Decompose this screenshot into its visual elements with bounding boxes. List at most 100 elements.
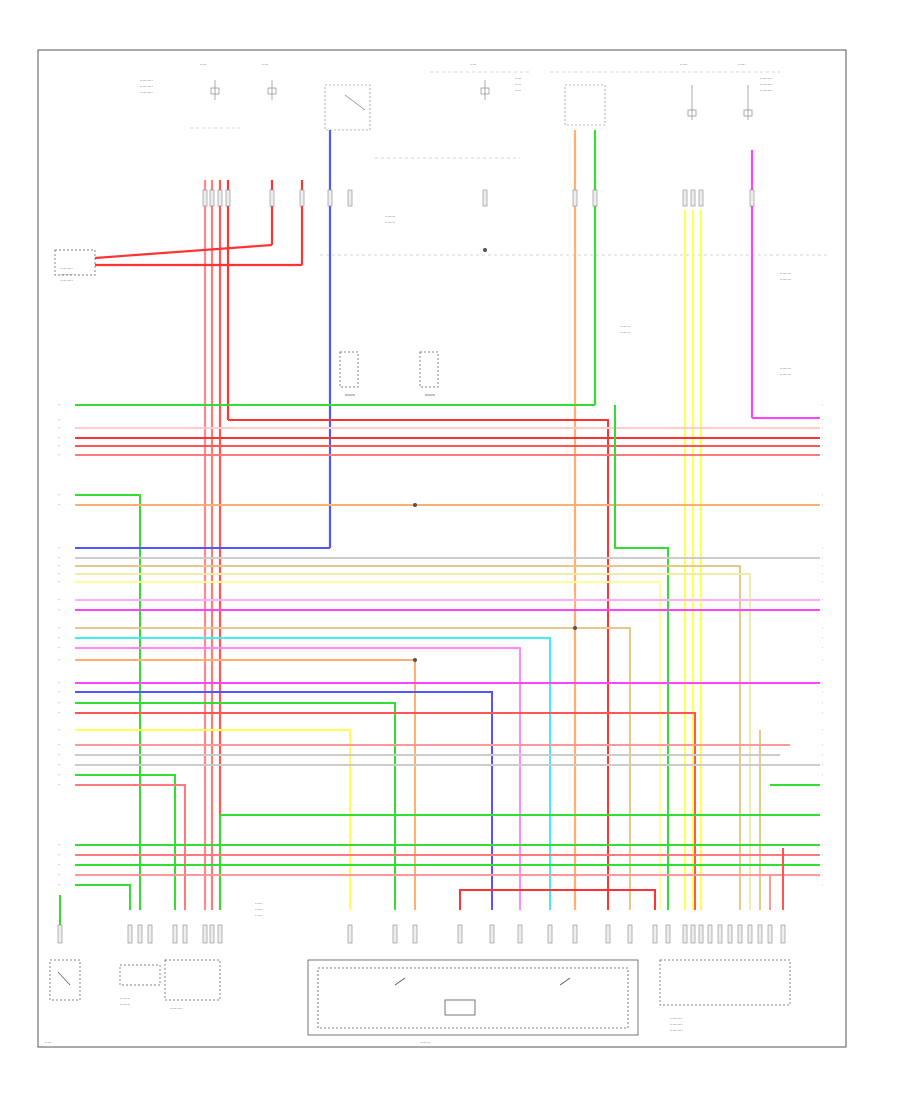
row-tick: ·· (58, 711, 61, 716)
connector-pin (749, 189, 755, 207)
svg-text:······: ······ (255, 913, 263, 918)
row-tick: · (822, 783, 823, 788)
svg-text:·····: ····· (515, 82, 521, 87)
svg-text:··········: ·········· (170, 1006, 183, 1011)
row-tick: ·· (58, 863, 61, 868)
connector-pin (137, 924, 143, 944)
connector-pin (127, 924, 133, 944)
row-tick: ·· (58, 763, 61, 768)
row-tick: ·· (58, 773, 61, 778)
row-tick: · (822, 626, 823, 631)
svg-text:········: ········ (120, 996, 130, 1001)
connector-pin (698, 924, 704, 944)
connector-pin (698, 189, 704, 207)
ground-icon (339, 351, 439, 396)
svg-text:··········: ·········· (670, 1016, 683, 1021)
svg-text:·····: ····· (470, 62, 476, 67)
row-tick: ·· (58, 444, 61, 449)
connector-pin (457, 924, 463, 944)
connector-pin (327, 189, 333, 207)
row-tick: ·· (58, 556, 61, 561)
svg-text:·········: ········· (780, 271, 791, 276)
svg-text:········: ········ (620, 330, 630, 335)
row-tick: · (822, 681, 823, 686)
row-tick: ·· (58, 503, 61, 508)
connector-pin (489, 924, 495, 944)
row-tick: ·· (58, 646, 61, 651)
row-tick: ·· (58, 572, 61, 577)
svg-text:··········: ·········· (60, 278, 73, 283)
connector-pin (209, 189, 215, 207)
connector-pin (717, 924, 723, 944)
row-tick: ·· (58, 853, 61, 858)
row-tick: · (822, 564, 823, 569)
connector-pin (217, 189, 223, 207)
connector-pin (182, 924, 188, 944)
row-tick: ·· (58, 681, 61, 686)
svg-text:······: ······ (255, 901, 263, 906)
connector-pin (572, 924, 578, 944)
connector-pin (209, 924, 215, 944)
row-tick: ·· (58, 658, 61, 663)
row-tick: · (822, 453, 823, 458)
connector-pin (482, 189, 488, 207)
row-tick: ·· (58, 546, 61, 551)
row-tick: ·· (58, 493, 61, 498)
row-tick: ·· (58, 564, 61, 569)
connector-pin (767, 924, 773, 944)
row-tick: ·· (58, 843, 61, 848)
svg-text:·········: ········· (780, 372, 791, 377)
connector-pin (547, 924, 553, 944)
fuse-icon (210, 80, 753, 120)
connector-pin (57, 924, 63, 944)
svg-text:··········: ·········· (670, 1028, 683, 1033)
row-tick: ·· (58, 883, 61, 888)
svg-text:········: ········ (620, 324, 630, 329)
connector-pin (592, 189, 598, 207)
row-tick: · (822, 418, 823, 423)
connector-pin (299, 189, 305, 207)
connector-pin (347, 189, 353, 207)
connector-icon (119, 959, 791, 1006)
row-tick: · (822, 444, 823, 449)
row-tick: · (822, 658, 823, 663)
row-tick: · (822, 728, 823, 733)
svg-text:··········: ·········· (760, 82, 773, 87)
connector-pin (605, 924, 611, 944)
svg-text:········: ········ (385, 214, 395, 219)
row-tick: ·· (58, 436, 61, 441)
connector-pin (690, 189, 696, 207)
row-tick: ·· (58, 580, 61, 585)
svg-text:········: ········ (385, 220, 395, 225)
row-tick: · (822, 763, 823, 768)
connector-pin (665, 924, 671, 944)
connector-pin (652, 924, 658, 944)
row-tick: · (822, 503, 823, 508)
row-tick: ·· (58, 403, 61, 408)
svg-text:·····: ····· (45, 1040, 51, 1045)
row-tick: · (822, 580, 823, 585)
row-tick: · (822, 873, 823, 878)
svg-text:······: ······ (680, 62, 688, 67)
row-tick: · (822, 403, 823, 408)
connector-pin (727, 924, 733, 944)
row-tick: ·· (58, 753, 61, 758)
row-tick: ·· (58, 418, 61, 423)
connector-pin (147, 924, 153, 944)
connector-pin (572, 189, 578, 207)
connector-pin (627, 924, 633, 944)
connector-pin (747, 924, 753, 944)
switch-icon (49, 959, 81, 1001)
row-tick: ·· (58, 626, 61, 631)
row-tick: · (822, 556, 823, 561)
row-tick: · (822, 853, 823, 858)
connector-pin (682, 189, 688, 207)
connector-pin (690, 924, 696, 944)
svg-text:··········: ·········· (760, 76, 773, 81)
row-tick: · (822, 646, 823, 651)
row-tick: · (822, 636, 823, 641)
connector-pin (707, 924, 713, 944)
row-tick: · (822, 546, 823, 551)
row-tick: ·· (58, 728, 61, 733)
